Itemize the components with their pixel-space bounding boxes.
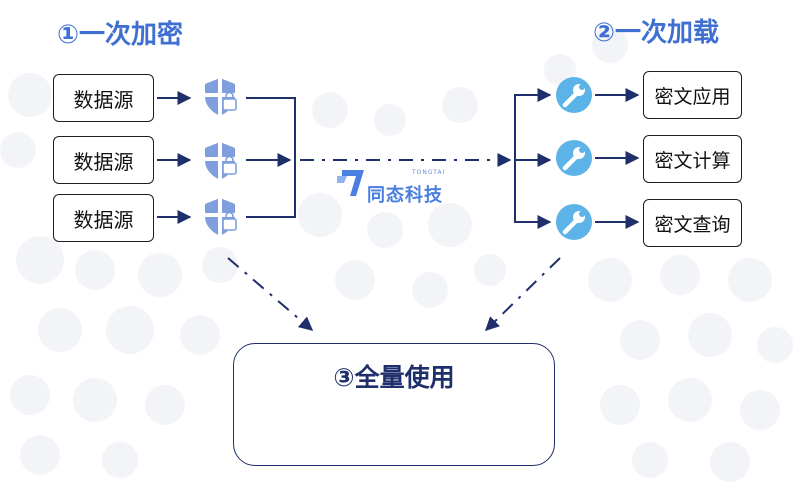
data-source-box: 数据源 bbox=[53, 194, 154, 242]
usage-box: ③全量使用 bbox=[233, 343, 555, 466]
wrench-icon bbox=[556, 204, 592, 240]
usage-title: ③全量使用 bbox=[333, 363, 455, 392]
output-box-compute: 密文计算 bbox=[643, 135, 742, 183]
wrench-icon bbox=[556, 77, 592, 113]
merge-connector bbox=[246, 97, 296, 218]
heading-encrypt: ①一次加密 bbox=[57, 20, 184, 50]
output-box-query: 密文查询 bbox=[643, 199, 742, 247]
output-box-app: 密文应用 bbox=[643, 71, 742, 119]
split-connector bbox=[514, 94, 546, 223]
logo-text: 同态科技 bbox=[367, 185, 443, 206]
heading-load: ②一次加载 bbox=[593, 18, 720, 48]
logo-mark-icon bbox=[337, 170, 364, 196]
shield-lock-icon bbox=[204, 197, 237, 237]
logo-subtext: TONGTAI bbox=[412, 169, 446, 176]
shield-lock-icon bbox=[204, 77, 237, 117]
data-source-box: 数据源 bbox=[53, 74, 154, 122]
background-dots bbox=[0, 27, 793, 482]
wrench-icon bbox=[556, 140, 592, 176]
data-source-box: 数据源 bbox=[53, 136, 154, 184]
diagonal-arrow-left bbox=[227, 257, 314, 331]
shield-lock-icon bbox=[204, 141, 237, 181]
